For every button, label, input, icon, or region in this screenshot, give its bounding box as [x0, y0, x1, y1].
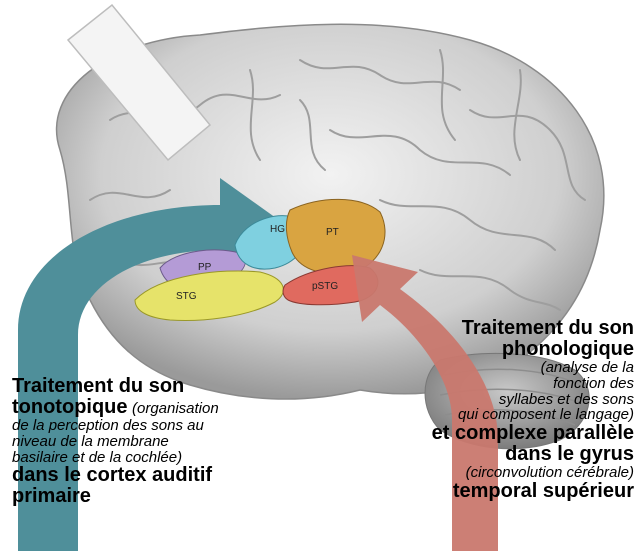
- left-note3: niveau de la membrane: [12, 434, 312, 450]
- left-line5: dans le cortex auditif: [12, 465, 312, 486]
- region-label-pp: PP: [198, 262, 212, 273]
- right-line8: dans le gyrus: [334, 444, 634, 465]
- right-note1: (analyse de la: [334, 360, 634, 376]
- right-note3: syllabes et des sons: [334, 392, 634, 408]
- region-label-pt: PT: [326, 227, 339, 238]
- left-line1: Traitement du son: [12, 376, 312, 397]
- region-label-pstg: pSTG: [312, 281, 338, 292]
- right-note2: fonction des: [334, 376, 634, 392]
- right-line1: Traitement du son: [334, 318, 634, 339]
- left-note2: de la perception des sons au: [12, 418, 312, 434]
- right-line7: et complexe parallèle: [334, 423, 634, 444]
- right-line2: phonologique: [334, 339, 634, 360]
- left-line6: primaire: [12, 486, 312, 507]
- left-line2-note: (organisation: [132, 400, 219, 417]
- left-line2-bold: tonotopique: [12, 396, 128, 418]
- region-label-stg: STG: [176, 291, 197, 302]
- left-note4: basilaire et de la cochlée): [12, 450, 312, 466]
- right-note4: qui composent le langage): [334, 407, 634, 423]
- phonological-caption: Traitement du son phonologique (analyse …: [334, 318, 634, 502]
- right-line10: temporal supérieur: [334, 481, 634, 502]
- right-note5: (circonvolution cérébrale): [334, 465, 634, 481]
- left-line2: tonotopique (organisation: [12, 397, 312, 418]
- tonotopic-caption: Traitement du son tonotopique (organisat…: [12, 376, 312, 507]
- region-label-hg: HG: [270, 224, 285, 235]
